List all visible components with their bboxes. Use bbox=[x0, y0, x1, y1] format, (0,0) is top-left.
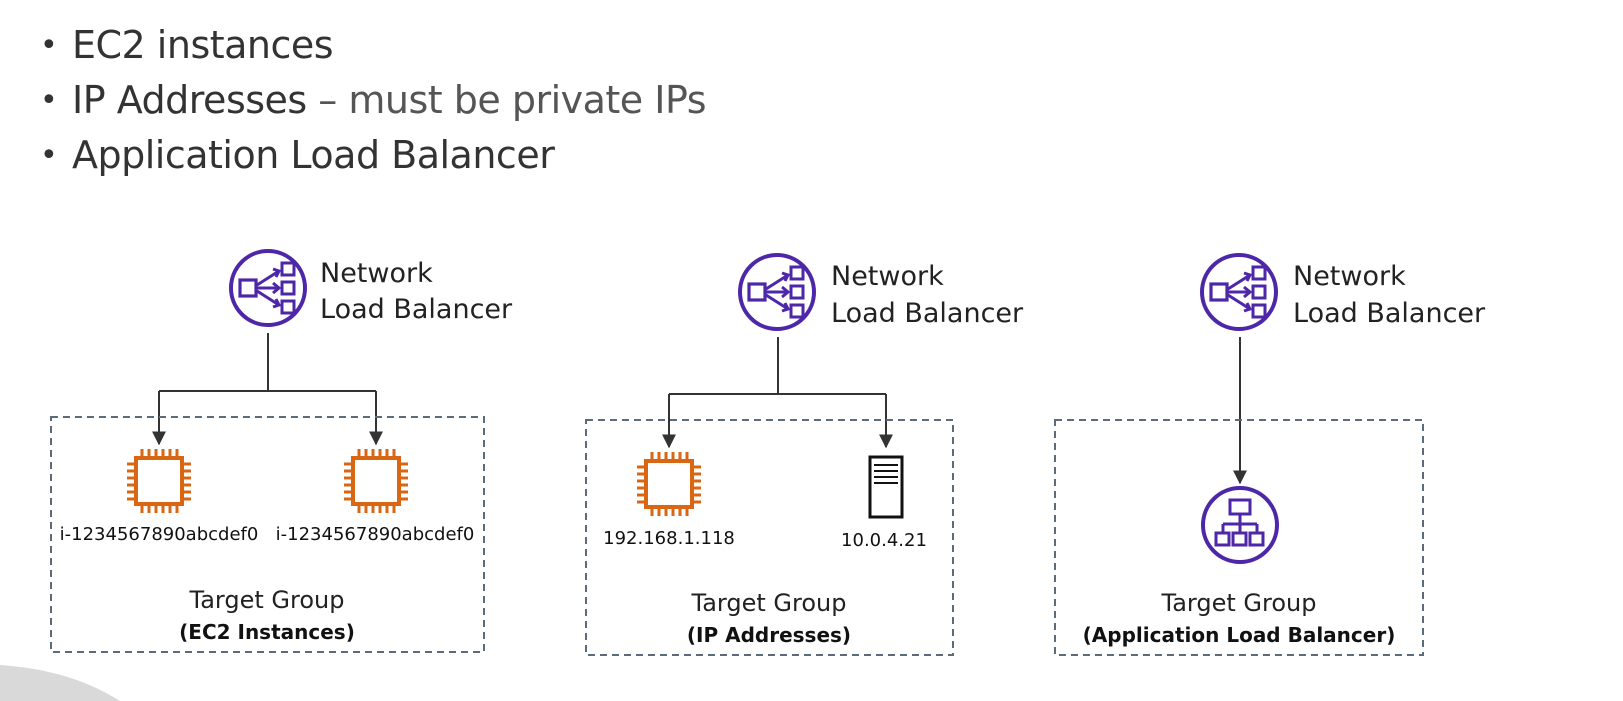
target-group-subtitle: (Application Load Balancer) bbox=[1083, 623, 1396, 647]
panel-application-load-balancer: Network Load Balancer Target Group (Appl… bbox=[1054, 253, 1486, 656]
target-group-box bbox=[1054, 419, 1424, 656]
bullet-dot-icon: • bbox=[40, 28, 58, 63]
target-group-subtitle: (IP Addresses) bbox=[687, 623, 851, 647]
nlb-label-line2: Load Balancer bbox=[1293, 298, 1486, 329]
target-label: i-1234567890abcdef0 bbox=[60, 524, 259, 545]
nlb-label-line1: Network bbox=[320, 258, 433, 289]
target-label: i-1234567890abcdef0 bbox=[276, 524, 475, 545]
application-load-balancer-icon bbox=[1201, 486, 1279, 564]
target-group-box bbox=[585, 419, 954, 656]
target-group-title: Target Group bbox=[691, 589, 847, 617]
network-load-balancer-icon bbox=[229, 249, 307, 327]
bullet-list: • EC2 instances • IP Addresses – must be p… bbox=[40, 18, 707, 183]
bullet-dot-icon: • bbox=[40, 138, 58, 173]
server-icon bbox=[868, 455, 904, 519]
nlb-label-line2: Load Balancer bbox=[831, 298, 1024, 329]
ec2-instance-icon bbox=[342, 447, 410, 515]
target-group-title: Target Group bbox=[189, 586, 345, 614]
bullet-suffix: – must be private IPs bbox=[306, 78, 707, 122]
target-label: 10.0.4.21 bbox=[841, 530, 927, 551]
bullet-dot-icon: • bbox=[40, 83, 58, 118]
target-group-title: Target Group bbox=[1161, 589, 1317, 617]
ec2-instance-icon bbox=[125, 447, 193, 515]
connector-line bbox=[669, 337, 886, 395]
nlb-label-line1: Network bbox=[1293, 261, 1406, 292]
connector-line bbox=[159, 333, 376, 392]
bullet-item: • EC2 instances bbox=[40, 18, 706, 73]
nlb-label-line1: Network bbox=[831, 261, 944, 292]
target-group-box bbox=[50, 416, 485, 653]
bullet-text: IP Addresses bbox=[72, 78, 307, 122]
panel-ip-addresses: Network Load Balancer 192.168.1.118 10.0… bbox=[585, 253, 1024, 656]
network-load-balancer-icon bbox=[738, 253, 816, 331]
slide-corner-decoration bbox=[0, 665, 120, 701]
bullet-item: • Application Load Balancer bbox=[40, 128, 706, 183]
nlb-label-line2: Load Balancer bbox=[320, 294, 513, 325]
panel-ec2-instances: Network Load Balancer i-1234567890abcdef… bbox=[50, 249, 513, 653]
network-load-balancer-icon bbox=[1200, 253, 1278, 331]
target-label: 192.168.1.118 bbox=[603, 528, 735, 549]
bullet-item: • IP Addresses – must be private IPs bbox=[40, 73, 707, 128]
target-group-subtitle: (EC2 Instances) bbox=[179, 620, 355, 644]
ec2-instance-icon bbox=[635, 450, 703, 518]
bullet-text: Application Load Balancer bbox=[72, 133, 555, 177]
bullet-text: EC2 instances bbox=[72, 23, 334, 67]
